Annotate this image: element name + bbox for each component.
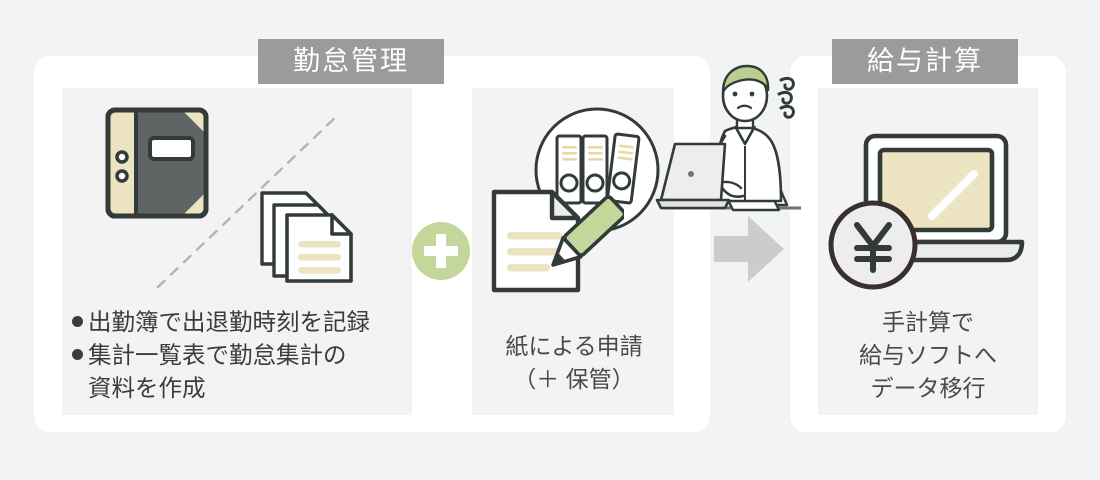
bullet-dot-icon	[72, 349, 83, 360]
list-item: 集計一覧表で勤怠集計の 資料を作成	[72, 339, 370, 405]
attendance-bullet-1: 出勤簿で出退勤時刻を記録	[88, 309, 370, 335]
paper-caption: 紙による申請 （＋ 保管）	[491, 330, 657, 396]
stressed-worker-at-laptop-icon	[655, 64, 801, 212]
yen-coin-badge-icon	[828, 200, 918, 290]
green-pencil-icon	[551, 195, 624, 267]
binder-storage-circle-icon	[534, 107, 660, 233]
payroll-caption: 手計算で 給与ソフトへ データ移行	[838, 306, 1018, 405]
right-arrow-icon	[714, 216, 784, 282]
attendance-section-chip: 勤怠管理	[258, 39, 444, 84]
attendance-bullet-2: 集計一覧表で勤怠集計の 資料を作成	[88, 342, 347, 401]
payroll-section-chip: 給与計算	[832, 39, 1018, 84]
payroll-caption-line-2: 給与ソフトへ	[859, 342, 997, 368]
attendance-bullet-list: 出勤簿で出退勤時刻を記録 集計一覧表で勤怠集計の 資料を作成	[72, 306, 370, 405]
list-item: 出勤簿で出退勤時刻を記録	[72, 306, 370, 339]
paper-caption-line-1: 紙による申請	[505, 333, 643, 359]
stacked-documents-icon	[260, 191, 353, 283]
bullet-dot-icon	[72, 316, 83, 327]
payroll-caption-line-1: 手計算で	[882, 309, 974, 335]
attendance-ledger-icon	[105, 107, 209, 219]
payroll-caption-line-3: データ移行	[870, 375, 986, 401]
dashed-diagonal-line	[156, 111, 342, 289]
paper-caption-line-2: （＋ 保管）	[513, 366, 635, 392]
plus-badge-icon	[412, 222, 470, 280]
